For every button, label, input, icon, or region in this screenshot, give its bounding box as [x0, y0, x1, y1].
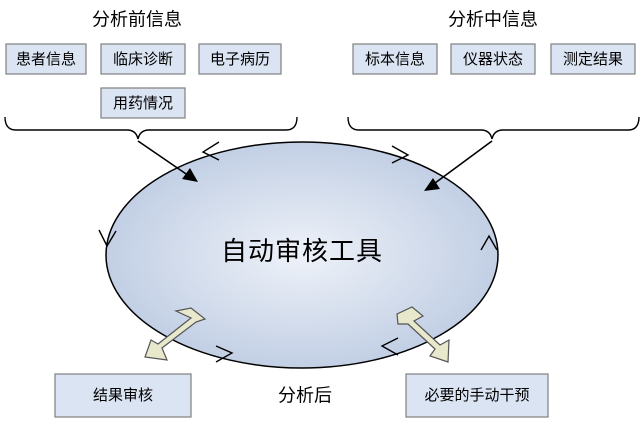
post-analysis-item-intervention: 必要的手动干预: [405, 373, 549, 418]
auto-review-tool-label: 自动审核工具: [221, 237, 383, 267]
pre-analysis-title: 分析前信息: [92, 10, 182, 31]
pre-analysis-item-label: 临床诊断: [113, 50, 173, 68]
pre-analysis-item-medication: 用药情况: [100, 87, 186, 119]
post-analysis-item-label: 必要的手动干预: [424, 386, 529, 404]
in-analysis-title: 分析中信息: [448, 10, 538, 31]
in-analysis-item-specimen: 标本信息: [352, 43, 438, 75]
pre-analysis-item-patient: 患者信息: [5, 43, 87, 75]
ellipse-direction-mark: [480, 234, 498, 251]
in-analysis-brace: [347, 116, 640, 140]
pre-analysis-item-label: 患者信息: [16, 50, 76, 68]
pre-analysis-brace: [4, 116, 298, 140]
pre-to-tool-arrow: [137, 140, 198, 182]
pre-analysis-item-label: 电子病历: [210, 50, 270, 68]
ellipse-direction-mark: [98, 229, 117, 248]
ellipse-direction-mark: [215, 345, 234, 363]
auto-review-ellipse: [105, 141, 499, 369]
post-analysis-item-label: 结果审核: [93, 386, 153, 404]
in-analysis-item-label: 测定结果: [563, 50, 623, 68]
in-analysis-item-results: 测定结果: [550, 43, 636, 75]
ellipse-direction-mark: [201, 141, 220, 161]
pre-analysis-item-emr: 电子病历: [198, 43, 282, 75]
in-analysis-item-label: 仪器状态: [463, 50, 523, 68]
post-analysis-item-review: 结果审核: [54, 373, 192, 418]
in-analysis-item-label: 标本信息: [365, 50, 425, 68]
ellipse-direction-mark: [391, 145, 410, 164]
tool-to-review-arrow: [144, 307, 207, 361]
in-to-tool-arrow: [424, 140, 493, 191]
post-analysis-title: 分析后: [278, 386, 332, 407]
pre-analysis-item-diagnosis: 临床诊断: [100, 43, 186, 75]
pre-analysis-item-label: 用药情况: [113, 94, 173, 112]
tool-to-intervention-arrow: [396, 306, 450, 363]
in-analysis-item-instrument: 仪器状态: [450, 43, 536, 75]
ellipse-direction-mark: [380, 337, 399, 356]
